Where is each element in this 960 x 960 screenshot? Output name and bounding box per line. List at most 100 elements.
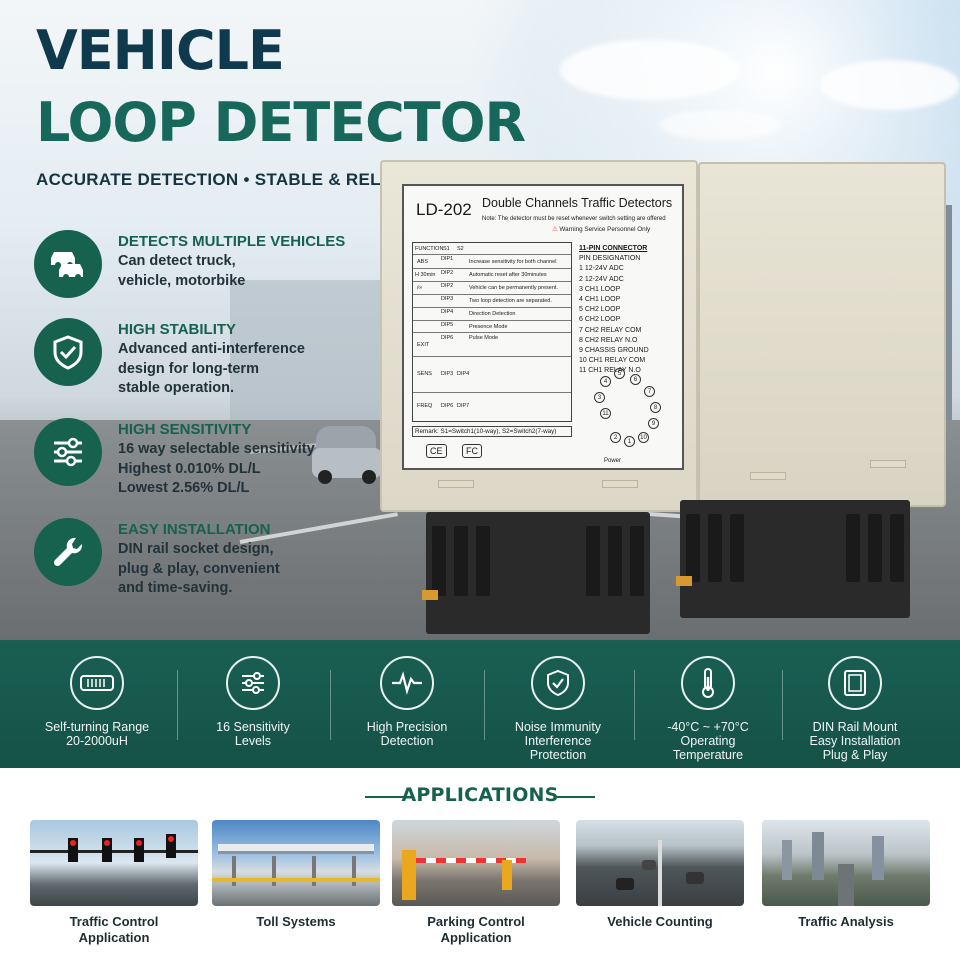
feature-heading: HIGH STABILITY bbox=[118, 321, 237, 338]
pin-circle: 3 bbox=[594, 392, 605, 403]
feature-high-sensitivity: HIGH SENSITIVITY 16 way selectable sensi… bbox=[34, 418, 354, 508]
table-cell: DIP4 bbox=[441, 309, 454, 315]
model-number: LD-202 bbox=[416, 200, 472, 219]
warning-text: Warning Service Personnel Only bbox=[559, 226, 651, 233]
table-row: DIP3 Two loop detection are separated. bbox=[413, 295, 571, 308]
shield-check-icon bbox=[531, 656, 585, 710]
table-row: FUNCTION S1 S2 bbox=[413, 243, 571, 255]
spec-text: Self-turning Range 20-2000uH bbox=[44, 720, 150, 748]
table-cell: S2 bbox=[457, 246, 464, 252]
loop-detector-device: LD-202 Double Channels Traffic Detectors… bbox=[380, 160, 950, 640]
application-traffic-analysis: Traffic Analysis bbox=[762, 820, 930, 930]
table-cell: DIP3 bbox=[441, 371, 454, 377]
thermometer-icon bbox=[681, 656, 735, 710]
pin-circle: 6 bbox=[630, 374, 641, 385]
coil-icon bbox=[70, 656, 124, 710]
table-row: ABS DIP1 Increase sensitivity for both c… bbox=[413, 255, 571, 269]
table-cell: Two loop detection are separated. bbox=[469, 298, 552, 304]
spec-din-rail: DIN Rail Mount Easy Installation Plug & … bbox=[780, 656, 930, 762]
sliders-icon bbox=[34, 418, 102, 486]
label-note: Note: The detector must be reset wheneve… bbox=[482, 216, 666, 222]
signal-pole bbox=[30, 850, 198, 853]
spec-text: 16 Sensitivity Levels bbox=[216, 720, 290, 748]
table-cell: Direction Detection bbox=[469, 311, 516, 317]
cloud bbox=[560, 40, 740, 100]
housing-clip bbox=[438, 480, 474, 488]
pin-circle: 1 bbox=[624, 436, 635, 447]
application-label: Traffic Control Application bbox=[69, 914, 159, 945]
pin-item: 10 CH1 RELAY COM bbox=[579, 357, 646, 365]
page-title: VEHICLE bbox=[36, 19, 285, 82]
applications-title: APPLICATIONS bbox=[401, 784, 559, 806]
spec-temperature: -40°C ~ +70°C Operating Temperature bbox=[633, 656, 783, 762]
feature-easy-installation: EASY INSTALLATION DIN rail socket design… bbox=[34, 518, 354, 608]
housing-clip bbox=[870, 460, 906, 468]
building bbox=[782, 840, 792, 880]
pin-connector-list: 11-PIN CONNECTOR PIN DESIGNATION 1 12-24… bbox=[579, 244, 649, 377]
table-cell: Vehicle can be permanently present. bbox=[469, 285, 558, 291]
highway-traffic-image bbox=[576, 820, 744, 906]
spec-divider bbox=[177, 670, 178, 740]
spec-sensitivity: 16 Sensitivity Levels bbox=[178, 656, 328, 748]
application-label: Toll Systems bbox=[256, 914, 336, 929]
din-socket-right bbox=[676, 500, 910, 618]
pin-item: 1 12-24V ADC bbox=[579, 265, 624, 273]
housing-clip bbox=[750, 472, 786, 480]
feature-body: Advanced anti-interference design for lo… bbox=[118, 341, 305, 396]
highway bbox=[838, 864, 854, 906]
hero-section: VEHICLE LOOP DETECTOR ACCURATE DETECTION… bbox=[0, 0, 960, 640]
socket-terminal bbox=[730, 514, 744, 582]
socket-terminal bbox=[868, 514, 882, 582]
toll-plaza-image bbox=[212, 820, 380, 906]
cars-icon bbox=[34, 230, 102, 298]
socket-latch bbox=[422, 590, 438, 600]
table-cell: DIP5 bbox=[441, 322, 454, 328]
spec-text: DIN Rail Mount Easy Installation Plug & … bbox=[809, 720, 901, 762]
pin-circle: 9 bbox=[648, 418, 659, 429]
socket-terminal bbox=[608, 526, 622, 596]
fc-mark: FC bbox=[462, 444, 482, 458]
device-label: LD-202 Double Channels Traffic Detectors… bbox=[402, 184, 684, 470]
label-remark: Remark: S1=Switch1(10-way), S2=Switch2(7… bbox=[412, 426, 572, 437]
toll-pillar bbox=[352, 856, 356, 886]
table-cell: ABS bbox=[417, 259, 429, 265]
barrier-gate bbox=[402, 850, 416, 900]
application-parking-control: Parking Control Application bbox=[392, 820, 560, 946]
pin-subheader: PIN DESIGNATION bbox=[579, 255, 641, 263]
table-row: EXIT DIP6 Pulse Mode bbox=[413, 333, 571, 357]
din-rail-icon bbox=[828, 656, 882, 710]
socket-terminal bbox=[432, 526, 446, 596]
socket-terminal bbox=[454, 526, 468, 596]
pin-item: 7 CH2 RELAY COM bbox=[579, 326, 642, 334]
city-aerial-image bbox=[762, 820, 930, 906]
table-cell: DIP6 bbox=[441, 403, 454, 409]
spec-noise-immunity: Noise Immunity Interference Protection bbox=[483, 656, 633, 762]
spec-range: Self-turning Range 20-2000uH bbox=[22, 656, 172, 748]
page-title-sub: LOOP DETECTOR bbox=[36, 91, 526, 154]
application-label: Parking Control Application bbox=[427, 914, 525, 945]
spec-divider bbox=[330, 670, 331, 740]
table-cell: DIP6 bbox=[441, 335, 454, 341]
table-cell: Automatic reset after 30minutes bbox=[469, 272, 547, 278]
table-row: H 30min DIP2 Automatic reset after 30min… bbox=[413, 269, 571, 282]
table-cell: DIP2 bbox=[441, 270, 454, 276]
barrier-post bbox=[502, 860, 512, 890]
toll-canopy bbox=[218, 844, 374, 854]
wrench-icon bbox=[34, 518, 102, 586]
application-label: Traffic Analysis bbox=[798, 914, 894, 929]
spec-divider bbox=[782, 670, 783, 740]
parking-barrier-image bbox=[392, 820, 560, 906]
table-cell: DIP3 bbox=[441, 296, 454, 302]
feature-body: Can detect truck, vehicle, motorbike bbox=[118, 253, 246, 289]
label-warning: ⚠ Warning Service Personnel Only bbox=[552, 226, 650, 233]
table-cell: Presence Mode bbox=[469, 324, 508, 330]
spec-text: High Precision Detection bbox=[366, 720, 448, 748]
application-toll-systems: Toll Systems bbox=[212, 820, 380, 930]
table-cell: SENS bbox=[417, 371, 432, 377]
feature-multiple-vehicles: DETECTS MULTIPLE VEHICLES Can detect tru… bbox=[34, 230, 354, 320]
pin-circle: 4 bbox=[600, 376, 611, 387]
pin-circle: 7 bbox=[644, 386, 655, 397]
feature-high-stability: HIGH STABILITY Advanced anti-interferenc… bbox=[34, 318, 354, 408]
pin-header: 11-PIN CONNECTOR bbox=[579, 245, 648, 252]
socket-terminal bbox=[708, 514, 722, 582]
